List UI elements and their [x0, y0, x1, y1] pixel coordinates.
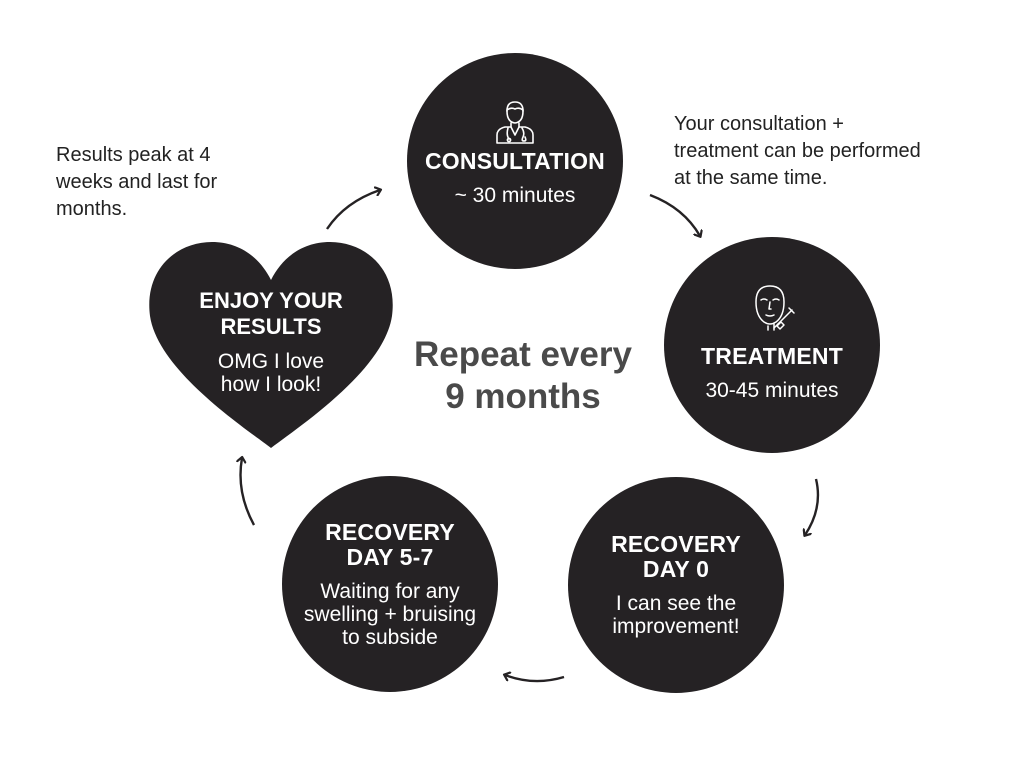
step-description: OMG I love how I look! — [217, 350, 325, 396]
arrow-results-to-consultation — [326, 190, 380, 230]
step-title: ENJOY YOUR RESULTS — [199, 288, 343, 339]
step-treatment: TREATMENT 30-45 minutes — [664, 237, 880, 453]
step-title: RECOVERY DAY 0 — [611, 531, 741, 582]
step-duration: 30-45 minutes — [705, 379, 839, 402]
step-title: CONSULTATION — [425, 148, 605, 174]
note-same-time: Your consultation + treatment can be per… — [674, 113, 921, 189]
step-enjoy-results: ENJOY YOUR RESULTS OMG I love how I look… — [146, 240, 396, 450]
heart-shape — [149, 242, 393, 448]
arrow-treatment-to-recovery0 — [805, 478, 820, 535]
doctor-icon — [496, 101, 534, 144]
step-title: RECOVERY DAY 5-7 — [325, 518, 455, 570]
step-consultation: CONSULTATION ~ 30 minutes — [407, 53, 623, 269]
step-description: Waiting for any swelling + bruising to s… — [303, 579, 477, 649]
step-description: I can see the improvement! — [612, 592, 740, 638]
step-recovery-day-5-7: RECOVERY DAY 5-7 Waiting for any swellin… — [282, 476, 498, 692]
step-title: TREATMENT — [701, 343, 843, 369]
face-injection-icon — [755, 285, 795, 331]
arrow-recovery57-to-results — [241, 458, 256, 526]
arrow-recovery0-to-recovery57 — [505, 675, 565, 683]
repeat-interval-label: Repeat every 9 months — [414, 335, 632, 416]
arrow-consultation-to-treatment — [649, 193, 700, 236]
note-results-peak: Results peak at 4 weeks and last for mon… — [56, 144, 218, 220]
step-duration: ~ 30 minutes — [454, 184, 576, 207]
step-recovery-day-0: RECOVERY DAY 0 I can see the improvement… — [568, 477, 784, 693]
